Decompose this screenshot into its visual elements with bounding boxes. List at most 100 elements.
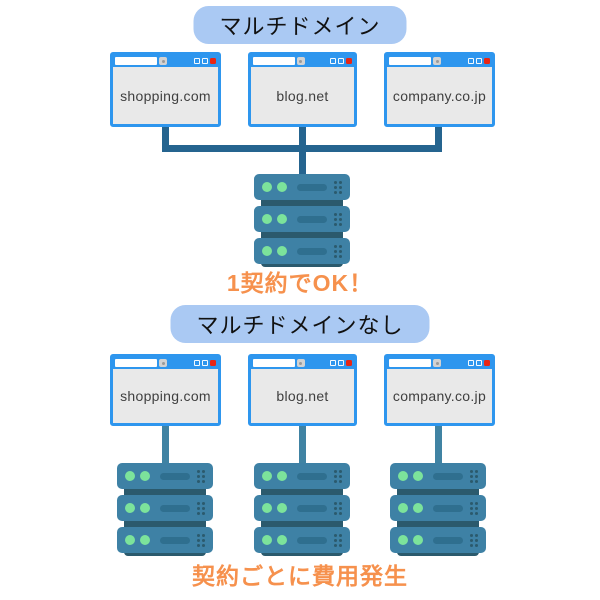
maximize-icon [202,360,208,366]
close-icon [484,360,490,366]
browser-window-shopping-top: shopping.com [110,52,221,127]
domain-label: shopping.com [120,87,211,104]
led-icon [277,182,287,192]
connector-drop-center [299,127,306,176]
section-title-badge-no-multi: マルチドメインなし [170,305,430,343]
led-icon [125,471,135,481]
connector-drop-shopping [162,426,169,464]
server-unit [390,495,486,521]
maximize-icon [338,360,344,366]
close-icon [210,58,216,64]
led-icon [140,471,150,481]
extension-icon [159,359,168,367]
close-icon [346,58,352,64]
connector-stub-left [162,127,169,152]
drive-slot-icon [297,504,327,512]
domain-label: blog.net [276,388,329,404]
vent-dots-icon [334,212,342,226]
led-icon [277,246,287,256]
server-unit [254,174,350,200]
vent-dots-icon [334,501,342,515]
drive-slot-icon [297,536,327,544]
browser-titlebar [251,357,354,369]
server-unit [117,495,213,521]
server-icon-blog [254,463,350,556]
drive-slot-icon [297,215,327,223]
vent-dots-icon [334,244,342,258]
browser-window-company-bottom: company.co.jp [384,354,495,426]
led-icon [262,246,272,256]
maximize-icon [476,360,482,366]
vent-dots-icon [197,469,205,483]
address-bar [389,359,432,367]
close-icon [484,58,490,64]
caption-one-contract: 1契約でOK！ [226,270,374,296]
extension-icon [433,57,442,65]
led-icon [262,535,272,545]
close-icon [346,360,352,366]
server-unit [254,238,350,264]
close-icon [210,360,216,366]
vent-dots-icon [334,533,342,547]
led-icon [125,535,135,545]
server-unit [254,495,350,521]
server-unit [254,206,350,232]
vent-dots-icon [470,469,478,483]
drive-slot-icon [433,536,463,544]
led-icon [413,535,423,545]
led-icon [413,471,423,481]
domain-label: blog.net [276,87,329,104]
server-unit [117,527,213,553]
maximize-icon [338,58,344,64]
maximize-icon [202,58,208,64]
server-unit [117,463,213,489]
server-icon-shopping [117,463,213,556]
minimize-icon [194,58,200,64]
server-icon-shared [254,174,350,267]
domain-label: company.co.jp [392,87,487,104]
extension-icon [159,57,168,65]
minimize-icon [330,58,336,64]
led-icon [398,471,408,481]
server-unit [254,527,350,553]
drive-slot-icon [160,472,190,480]
vent-dots-icon [470,533,478,547]
browser-titlebar [387,55,492,67]
led-icon [277,214,287,224]
domain-label: company.co.jp [392,388,487,404]
drive-slot-icon [297,472,327,480]
led-icon [262,471,272,481]
drive-slot-icon [160,536,190,544]
browser-titlebar [113,357,218,369]
minimize-icon [468,58,474,64]
drive-slot-icon [297,247,327,255]
vent-dots-icon [197,501,205,515]
section-title-badge-multi: マルチドメイン [193,6,407,44]
drive-slot-icon [433,504,463,512]
browser-window-shopping-bottom: shopping.com [110,354,221,426]
connector-drop-blog [299,426,306,464]
led-icon [277,535,287,545]
drive-slot-icon [160,504,190,512]
vent-dots-icon [334,180,342,194]
connector-stub-right [435,127,442,152]
led-icon [125,503,135,513]
minimize-icon [468,360,474,366]
led-icon [262,214,272,224]
caption-cost-per-contract: 契約ごとに費用発生 [192,563,408,589]
led-icon [277,503,287,513]
address-bar [115,57,158,65]
vent-dots-icon [470,501,478,515]
browser-titlebar [251,55,354,67]
led-icon [140,535,150,545]
drive-slot-icon [433,472,463,480]
extension-icon [433,359,442,367]
led-icon [140,503,150,513]
browser-titlebar [387,357,492,369]
vent-dots-icon [334,469,342,483]
address-bar [253,359,295,367]
server-unit [390,463,486,489]
maximize-icon [476,58,482,64]
domain-label: shopping.com [120,388,211,404]
